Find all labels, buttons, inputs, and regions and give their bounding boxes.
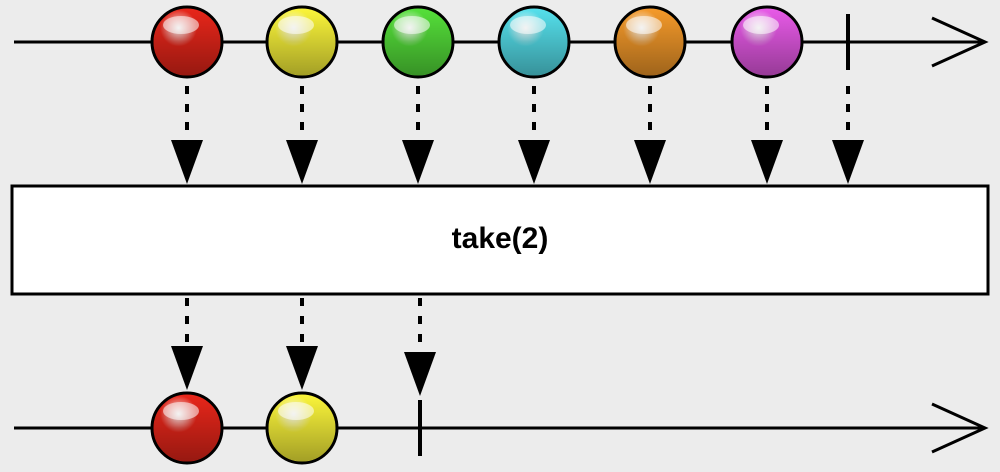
- input-marble: [613, 5, 687, 79]
- output-arrow: [286, 298, 318, 390]
- operator-label: take(2): [452, 222, 549, 255]
- input-marble: [381, 5, 455, 79]
- input-arrow: [751, 86, 783, 184]
- input-marble: [497, 5, 571, 79]
- operator-to-output-arrows: [171, 298, 436, 396]
- output-marble: [150, 391, 224, 465]
- input-arrow: [171, 86, 203, 184]
- output-marbles: [150, 391, 339, 465]
- input-marbles: [150, 5, 804, 79]
- input-complete-arrow: [832, 86, 864, 184]
- output-timeline-arrowhead: [931, 402, 989, 454]
- input-marble: [730, 5, 804, 79]
- input-marble: [150, 5, 224, 79]
- input-marble: [265, 5, 339, 79]
- input-to-operator-arrows: [171, 86, 864, 184]
- input-arrow: [518, 86, 550, 184]
- output-complete-arrow: [404, 298, 436, 396]
- input-arrow: [286, 86, 318, 184]
- output-arrow: [171, 298, 203, 390]
- input-arrow: [402, 86, 434, 184]
- input-arrow: [634, 86, 666, 184]
- output-marble: [265, 391, 339, 465]
- operator-box-rect: [10, 184, 990, 296]
- operator-box: take(2): [10, 184, 990, 296]
- input-timeline-arrowhead: [931, 16, 989, 68]
